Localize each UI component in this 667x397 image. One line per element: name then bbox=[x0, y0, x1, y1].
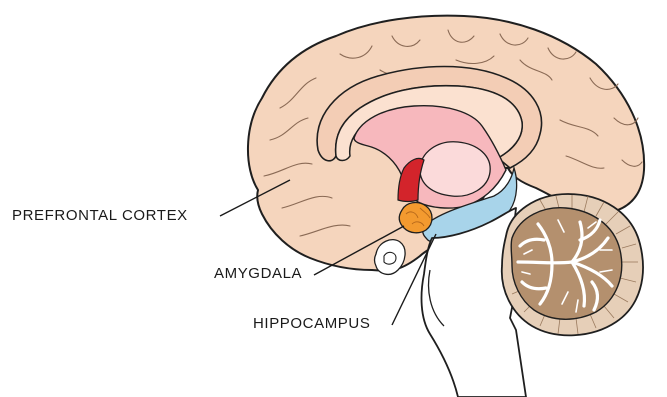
thalamus bbox=[420, 142, 490, 196]
hippocampus-label: HIPPOCAMPUS bbox=[253, 316, 370, 332]
cerebellum bbox=[502, 194, 643, 335]
prefrontal-cortex-label: PREFRONTAL CORTEX bbox=[12, 208, 188, 224]
amygdala-label: AMYGDALA bbox=[214, 266, 302, 282]
amygdala bbox=[399, 203, 432, 233]
pituitary bbox=[384, 252, 396, 264]
